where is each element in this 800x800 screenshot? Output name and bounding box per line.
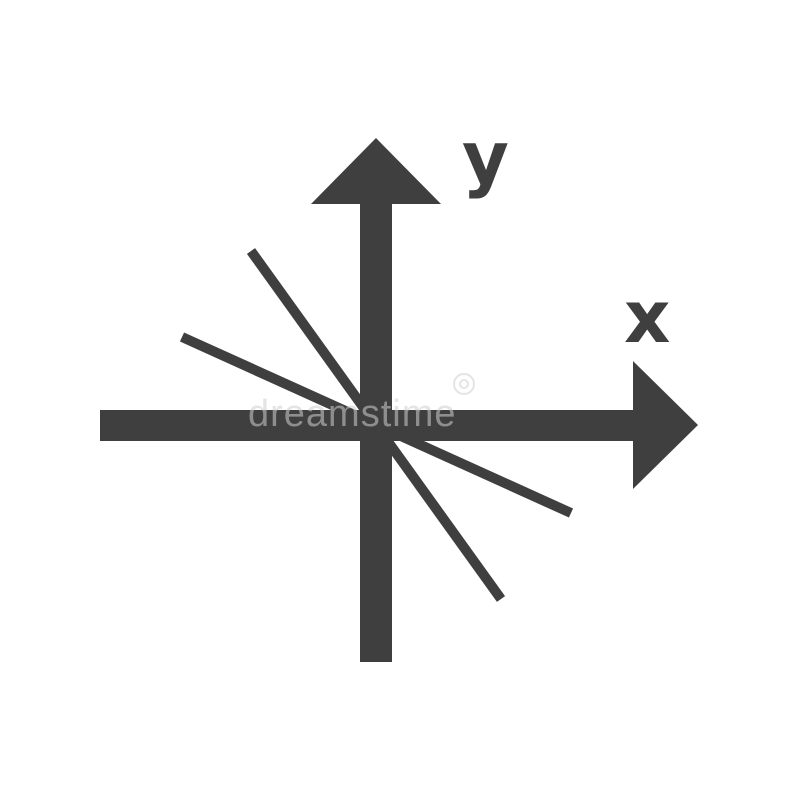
x-axis-arrowhead	[633, 361, 698, 489]
x-axis-label: x	[624, 275, 670, 359]
watermark-logo-inner-icon	[459, 379, 469, 389]
y-axis-arrowhead	[311, 138, 441, 204]
steep-line	[246, 248, 506, 602]
y-axis-label: y	[462, 116, 509, 200]
watermark-logo-icon	[453, 373, 475, 395]
lines-through-origin	[179, 248, 574, 602]
watermark-text: dreamstime	[248, 393, 457, 435]
watermark: dreamstime	[248, 373, 475, 435]
